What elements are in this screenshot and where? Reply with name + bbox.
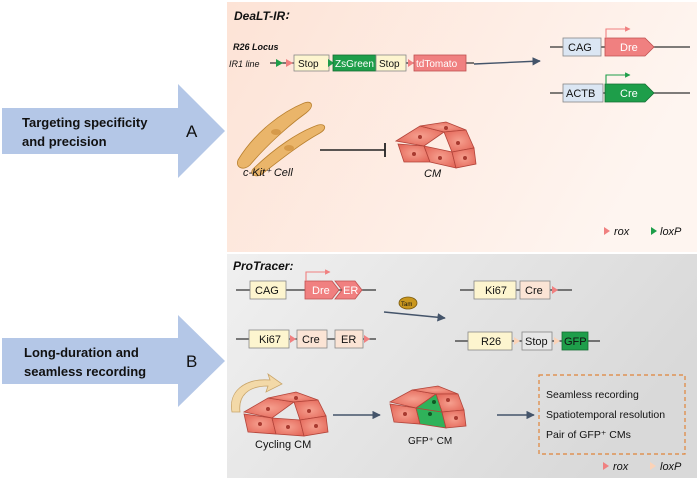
rox-site-icon [286, 59, 293, 67]
er-b2-label: ER [341, 334, 356, 346]
legend-a: rox loxP [604, 226, 682, 238]
ir1-construct: Stop ZsGreen Stop tdTomato [270, 54, 474, 72]
cycling-cm-icon [230, 372, 329, 437]
cre-box [296, 329, 328, 349]
gfp-cm-label: GFP⁺ CM [408, 436, 452, 447]
tdtomato-box [413, 54, 467, 72]
loxp-legend-icon [651, 227, 657, 235]
cre-gene-shape [604, 83, 655, 103]
stop-box-2 [375, 54, 407, 72]
stop-box [521, 331, 553, 351]
arrow-b-letter: B [186, 352, 197, 371]
outcome-item: Seamless recording [546, 389, 639, 401]
actb-promoter-box [562, 83, 604, 103]
loxp-legend-label: loxP [660, 226, 682, 238]
ki67-label: Ki67 [259, 334, 281, 346]
loxp-site-icon [328, 59, 334, 67]
dre-gene-shape [604, 37, 655, 57]
ki67-promoter-box [248, 329, 290, 349]
inhibition-line [320, 143, 386, 157]
rox-legend-label: rox [614, 226, 630, 238]
outcome-item: Spatiotemporal resolution [546, 409, 665, 421]
arrow-a-line2: and precision [22, 134, 107, 149]
rox-site-icon [364, 335, 370, 343]
cre-label: Cre [620, 88, 638, 100]
arrow-a-line1: Targeting specificity [22, 115, 148, 130]
loxp-legend-icon [650, 462, 656, 470]
to-drivers-arrow [473, 57, 541, 66]
cre-box [519, 280, 551, 300]
cag-label: CAG [568, 42, 592, 54]
arrow-b-line2: seamless recording [24, 364, 146, 379]
ki67-cre-er-construct: Ki67 Cre ER [236, 329, 376, 349]
ckit-cell-label: c-Kit⁺ Cell [243, 167, 293, 179]
arrow-a-letter: A [186, 122, 198, 141]
gfp-box [561, 331, 589, 351]
loxp-legend-b-label: loxP [660, 461, 682, 473]
line-label: IR1 line [229, 59, 260, 69]
cag-b-label: CAG [255, 285, 279, 297]
er-box [334, 329, 364, 349]
cassette-label-2: Stop [379, 59, 400, 70]
cag-promoter-box [249, 280, 287, 300]
arrow-a: Targeting specificity and precision A [2, 84, 225, 178]
cassette-label-3: tdTomato [416, 59, 458, 70]
panel-a-title: DeaLT-IR∶ [234, 9, 290, 23]
rox-legend-icon [603, 462, 609, 470]
cre-c-label: Cre [525, 285, 543, 297]
gfp-label: GFP [564, 336, 587, 348]
ki67-promoter-box [473, 280, 517, 300]
cardiomyocyte-cluster-icon [394, 121, 477, 169]
cycle-arrow-icon [230, 372, 283, 413]
cag-dre-construct: CAG Dre [550, 26, 690, 57]
r26-box [467, 331, 513, 351]
arrow-b-shape [2, 315, 225, 407]
panel-b-title: ProTracer: [233, 259, 293, 273]
locus-label: R26 Locus [233, 42, 279, 52]
cycling-cm-label: Cycling CM [255, 439, 311, 451]
cre-b-label: Cre [302, 334, 320, 346]
r26-reporter-construct: R26 Stop GFP [455, 331, 600, 351]
loxp-site-icon [554, 337, 560, 345]
cassette-label-0: Stop [298, 59, 319, 70]
gfp-cm-cluster-icon [388, 385, 467, 429]
ki67-cre-construct: Ki67 Cre [460, 280, 572, 300]
cag-dre-er-construct: CAG Dre ER [236, 269, 376, 300]
cm-label-a: CM [424, 168, 442, 180]
loxp-site-icon [514, 337, 520, 345]
arrow-b-line1: Long-duration and [24, 345, 139, 360]
cassette-label-1: ZsGreen [335, 59, 374, 70]
transcription-start-arrow [605, 26, 631, 38]
rox-site-icon [552, 286, 558, 294]
legend-b: rox loxP [603, 461, 682, 473]
rox-legend-icon [604, 227, 610, 235]
ki67-c-label: Ki67 [485, 285, 507, 297]
dre-b-label: Dre [312, 285, 330, 297]
tam-pill-icon [398, 296, 418, 310]
arrow-a-shape [2, 84, 225, 178]
rox-site-icon [408, 59, 414, 67]
ckit-cell-icon [237, 101, 326, 177]
tamoxifen-step: Tam [383, 296, 446, 322]
transcription-start-arrow [605, 72, 631, 84]
actb-label: ACTB [566, 88, 595, 100]
arrow-b: Long-duration and seamless recording B [2, 315, 225, 407]
transcription-start-arrow [305, 269, 331, 281]
r26-label: R26 [481, 336, 501, 348]
rox-site-icon [290, 335, 296, 343]
rox-legend-b-label: rox [613, 461, 629, 473]
dre-label: Dre [620, 42, 638, 54]
actb-cre-construct: ACTB Cre [550, 72, 690, 103]
stop-b-label: Stop [525, 336, 548, 348]
outcome-item: Pair of GFP⁺ CMs [546, 429, 631, 441]
cag-promoter-box [562, 37, 602, 57]
loxp-site-icon [276, 59, 283, 67]
er-b-label: ER [343, 285, 358, 297]
outcomes-box: Seamless recording Spatiotemporal resolu… [538, 374, 686, 455]
tam-label: Tam [401, 302, 412, 308]
dre-er-shape [304, 280, 363, 300]
